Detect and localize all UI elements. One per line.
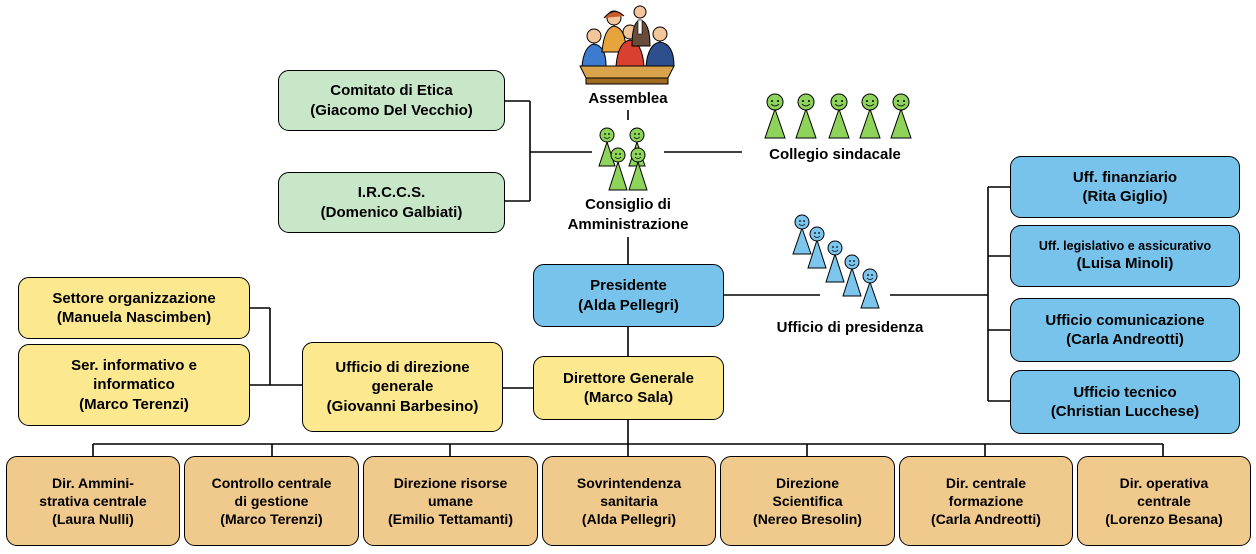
presidente-box[interactable]: Presidente (Alda Pellegri) [533,264,724,327]
directorate-box[interactable]: Dir. operativa centrale (Lorenzo Besana) [1077,456,1251,546]
comitato-etica-box[interactable]: Comitato di Etica (Giacomo Del Vecchio) [278,70,505,131]
irccs-box[interactable]: I.R.C.C.S. (Domenico Galbiati) [278,172,505,233]
ufficio-tecnico-box[interactable]: Ufficio tecnico (Christian Lucchese) [1010,370,1240,434]
direttore-generale-box[interactable]: Direttore Generale (Marco Sala) [533,356,724,420]
ufficio-direzione-box[interactable]: Ufficio di direzione generale (Giovanni … [302,342,503,432]
ser-informativo-box[interactable]: Ser. informativo e informatico (Marco Te… [18,344,250,426]
settore-organizzazione-box[interactable]: Settore organizzazione (Manuela Nascimbe… [18,277,250,339]
ufficio-presidenza-label: Ufficio di presidenza [776,319,924,336]
directorate-box[interactable]: Direzione risorse umane (Emilio Tettaman… [363,456,538,546]
directorate-box[interactable]: Direzione Scientifica (Nereo Bresolin) [720,456,895,546]
presidency-staff-icon [792,214,880,309]
auditors-icon [764,93,912,139]
assemblea-label: Assemblea [588,90,668,107]
uff-finanziario-box[interactable]: Uff. finanziario (Rita Giglio) [1010,156,1240,218]
meeting-group-icon [579,5,675,85]
directorate-box[interactable]: Controllo centrale di gestione (Marco Te… [184,456,359,546]
ufficio-comunicazione-box[interactable]: Ufficio comunicazione (Carla Andreotti) [1010,298,1240,362]
directorate-box[interactable]: Dir. Ammini- strativa centrale (Laura Nu… [6,456,180,546]
collegio-label: Collegio sindacale [769,146,901,163]
board-members-icon [598,127,648,191]
uff-legislativo-box[interactable]: Uff. legislativo e assicurativo (Luisa M… [1010,225,1240,287]
directorate-box[interactable]: Dir. centrale formazione (Carla Andreott… [899,456,1073,546]
directorate-box[interactable]: Sovrintendenza sanitaria (Alda Pellegri) [542,456,716,546]
consiglio-label: Consiglio di Amministrazione [567,196,689,233]
